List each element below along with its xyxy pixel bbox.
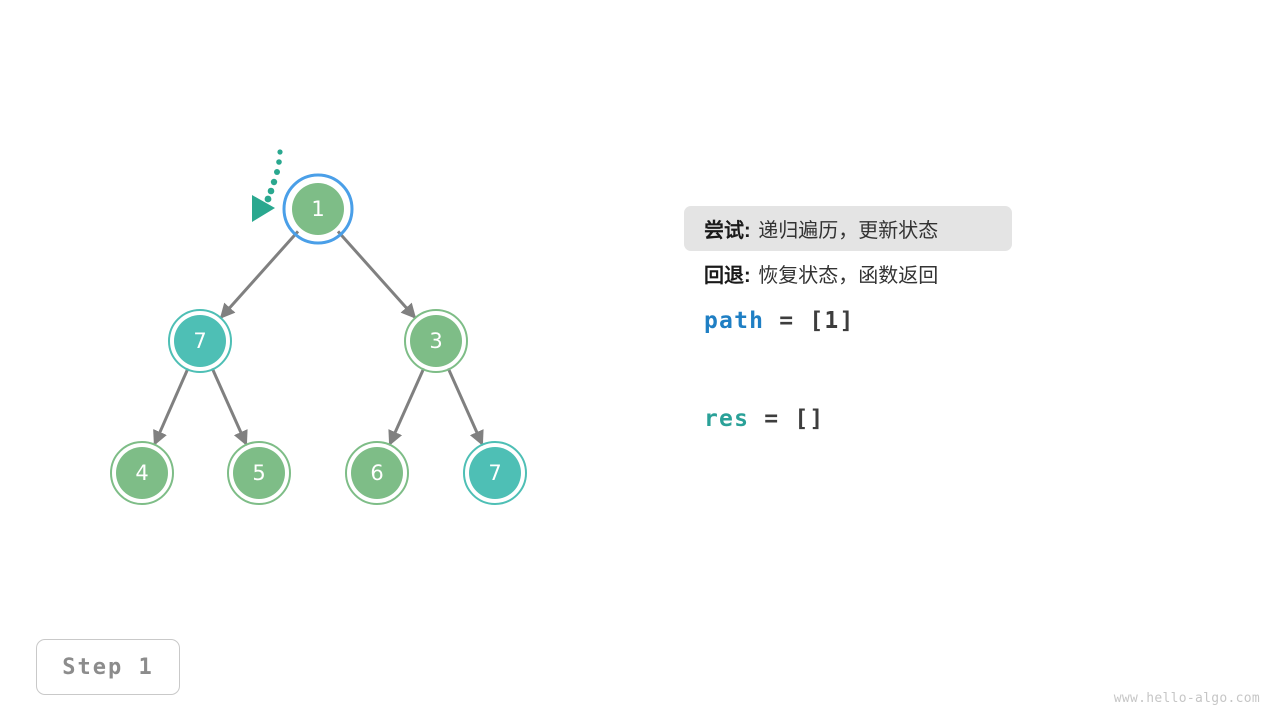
step-label: Step 1 (62, 654, 154, 680)
assignment-operator: = (764, 308, 810, 334)
node-value: 3 (429, 329, 442, 353)
description-row: 尝试: 递归遍历，更新状态 (684, 206, 1012, 251)
node-value: 1 (311, 197, 324, 221)
node-ring (110, 441, 174, 505)
pointer-arrow-icon (252, 195, 275, 222)
tree-edge (219, 230, 300, 319)
node-ring (463, 441, 527, 505)
pointer-trail-dot (274, 169, 280, 175)
tree-edge (153, 367, 190, 446)
node-ring (345, 441, 409, 505)
pointer-trail-dot (277, 149, 283, 155)
tree-edge (336, 230, 417, 319)
node-value: 7 (488, 461, 501, 485)
pointer-trail-dot (264, 195, 272, 203)
pointer-trail-dot (276, 159, 282, 165)
node-circle (174, 315, 226, 367)
tree-edge (388, 367, 426, 446)
assignment-operator: = (749, 406, 795, 432)
tree-node[interactable]: 7 (463, 441, 527, 505)
tree-edge-layer (153, 230, 484, 446)
node-circle (233, 447, 285, 499)
tree-node-layer: 1 7 3 4 5 6 7 (110, 173, 527, 505)
variable-value: [] (794, 406, 825, 432)
node-ring (404, 309, 468, 373)
node-circle (469, 447, 521, 499)
tree-node[interactable]: 3 (404, 309, 468, 373)
binary-tree-diagram: 1 7 3 4 5 6 7 (110, 149, 527, 505)
pointer-trail-dot (270, 178, 278, 186)
node-circle (292, 183, 344, 235)
node-value: 7 (193, 329, 206, 353)
tree-edge (446, 367, 484, 446)
step-badge: Step 1 (36, 639, 180, 695)
description-row: 回退: 恢复状态，函数返回 (684, 251, 1244, 296)
description-key: 尝试: (704, 220, 751, 242)
tree-node[interactable]: 6 (345, 441, 409, 505)
node-circle (410, 315, 462, 367)
description-value: 递归遍历，更新状态 (752, 220, 939, 242)
variable-name: res (704, 406, 750, 432)
variable-value: [1] (809, 308, 855, 334)
state-variables: path = [1] res = [] (684, 310, 1244, 431)
state-variable-row: res = [] (684, 408, 1244, 431)
variable-name: path (704, 308, 765, 334)
description-key: 回退: (704, 265, 751, 287)
node-ring (282, 173, 354, 245)
watermark-text: www.hello-algo.com (1113, 691, 1260, 706)
description-rows: 尝试: 递归遍历，更新状态回退: 恢复状态，函数返回 (684, 206, 1244, 296)
tree-node[interactable]: 4 (110, 441, 174, 505)
node-circle (116, 447, 168, 499)
state-variable-row: path = [1] (684, 310, 1244, 333)
tree-edge (210, 367, 248, 446)
description-value: 恢复状态，函数返回 (752, 265, 939, 287)
tree-node[interactable]: 1 (282, 173, 354, 245)
node-value: 5 (252, 461, 265, 485)
traversal-pointer (252, 149, 283, 222)
tree-node[interactable]: 5 (227, 441, 291, 505)
pointer-trail-dot (267, 187, 275, 195)
node-value: 6 (370, 461, 383, 485)
node-ring (168, 309, 232, 373)
node-circle (351, 447, 403, 499)
watermark: www.hello-algo.com (1114, 691, 1260, 706)
node-value: 4 (135, 461, 148, 485)
node-ring (227, 441, 291, 505)
info-panel: 尝试: 递归遍历，更新状态回退: 恢复状态，函数返回 path = [1]res… (684, 206, 1244, 431)
tree-node[interactable]: 7 (168, 309, 232, 373)
